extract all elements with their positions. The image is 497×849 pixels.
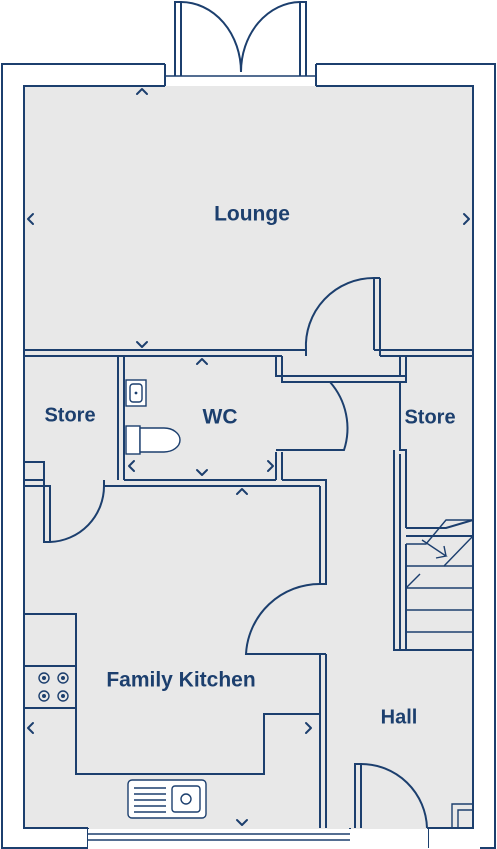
front-window (88, 829, 350, 848)
room-label-lounge: Lounge (214, 203, 290, 226)
room-label-store-left: Store (44, 404, 95, 426)
floor-area (24, 86, 473, 829)
room-label-store-right: Store (404, 406, 455, 428)
wc-toilet-icon (125, 425, 181, 455)
wc-walls (104, 381, 349, 487)
room-label-hall: Hall (381, 706, 418, 728)
lounge-door (304, 276, 381, 356)
kitchen-hall-partition (244, 479, 327, 828)
room-label-wc: WC (203, 406, 238, 429)
kitchen-worktop (24, 613, 320, 775)
room-label-family-kitchen: Family Kitchen (106, 669, 255, 692)
hob-icon (38, 672, 69, 702)
lounge-partition-wall (24, 349, 473, 383)
stair-walls (393, 382, 474, 651)
sink-icon (127, 779, 207, 819)
stairs-icon (405, 519, 474, 650)
front-door (350, 763, 428, 848)
patio-doors (166, 1, 315, 85)
wc-basin-icon (125, 379, 147, 407)
front-small-window (451, 803, 472, 828)
dimension-arrows (27, 88, 470, 826)
